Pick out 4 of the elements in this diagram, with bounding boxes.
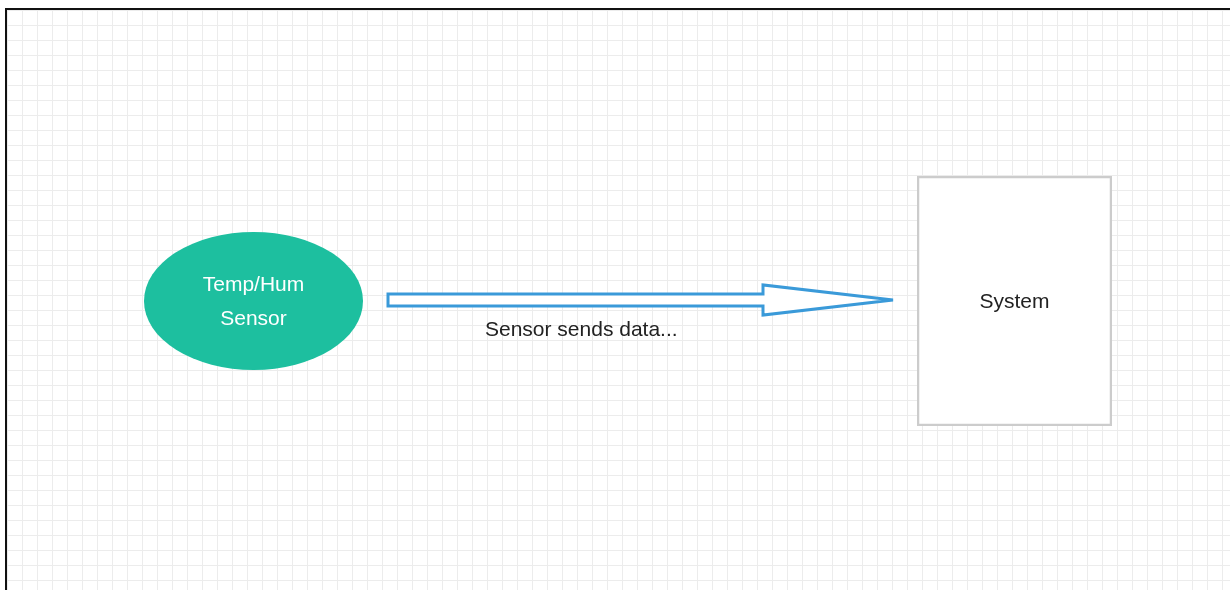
edge-label: Sensor sends data... bbox=[485, 317, 678, 341]
block-arrow bbox=[386, 283, 895, 317]
node-label: Temp/Hum Sensor bbox=[201, 271, 306, 331]
node-label: System bbox=[979, 288, 1050, 314]
